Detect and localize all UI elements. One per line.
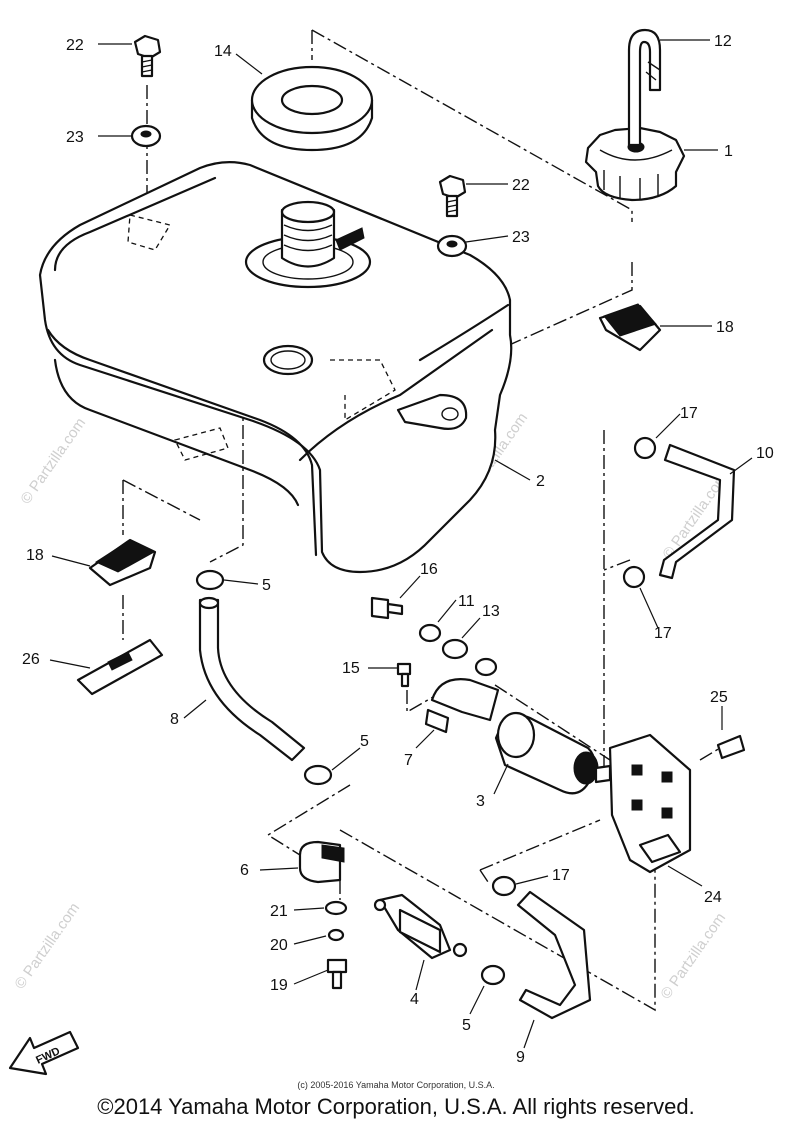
- callout-23-b: 23: [512, 229, 530, 246]
- callout-4: 4: [410, 991, 419, 1008]
- callout-12: 12: [714, 33, 732, 50]
- callout-26: 26: [22, 651, 40, 668]
- callout-22-a: 22: [66, 37, 84, 54]
- callout-10: 10: [756, 445, 774, 462]
- callout-25: 25: [710, 689, 728, 706]
- bolts-and-washers: [130, 34, 468, 258]
- callout-17-b: 17: [654, 625, 672, 642]
- fuel-filter: [373, 893, 468, 960]
- callout-3: 3: [476, 793, 485, 810]
- callout-6: 6: [240, 862, 249, 879]
- callout-5-a: 5: [262, 577, 271, 594]
- callout-18-b: 18: [26, 547, 44, 564]
- callout-15: 15: [342, 660, 360, 677]
- watermark-bottom-right: © Partzilla.com: [657, 910, 729, 1003]
- fuel-hoses: [198, 443, 736, 1020]
- callout-17-c: 17: [552, 867, 570, 884]
- tank-cushion: [250, 65, 374, 152]
- small-copyright: (c) 2005-2016 Yamaha Motor Corporation, …: [297, 1080, 495, 1090]
- callout-13: 13: [482, 603, 500, 620]
- callout-19: 19: [270, 977, 288, 994]
- hose-clamps: [195, 436, 657, 986]
- fuel-cap: [584, 28, 686, 202]
- watermark-bottom-left: © Partzilla.com: [11, 900, 83, 993]
- callout-20: 20: [270, 937, 288, 954]
- callout-24: 24: [704, 889, 722, 906]
- callout-16: 16: [420, 561, 438, 578]
- fwd-arrow: FWD: [8, 1030, 80, 1076]
- small-fasteners: [298, 596, 500, 990]
- callout-1: 1: [724, 143, 733, 160]
- callout-17-a: 17: [680, 405, 698, 422]
- callout-5-c: 5: [462, 1017, 471, 1034]
- callout-11: 11: [458, 593, 475, 610]
- damper-rubbers: [76, 303, 662, 696]
- callout-21: 21: [270, 903, 288, 920]
- callout-8: 8: [170, 711, 179, 728]
- main-copyright: ©2014 Yamaha Motor Corporation, U.S.A. A…: [97, 1094, 695, 1119]
- pump-bracket: [608, 733, 746, 874]
- leader-lines: [49, 39, 753, 1049]
- fuel-pump: [494, 711, 612, 795]
- callout-2: 2: [536, 473, 545, 490]
- fuel-tank: [38, 161, 513, 574]
- callout-23-a: 23: [66, 129, 84, 146]
- callout-9: 9: [516, 1049, 525, 1066]
- callout-5-b: 5: [360, 733, 369, 750]
- watermark-left: © Partzilla.com: [17, 415, 89, 508]
- callout-7: 7: [404, 752, 413, 769]
- callout-numbers: 22 14 12 1 23 22 23 18 2 17 10 18 5 26 8…: [22, 33, 774, 1066]
- callout-18-a: 18: [716, 319, 734, 336]
- callout-14: 14: [214, 43, 232, 60]
- callout-22-b: 22: [512, 177, 530, 194]
